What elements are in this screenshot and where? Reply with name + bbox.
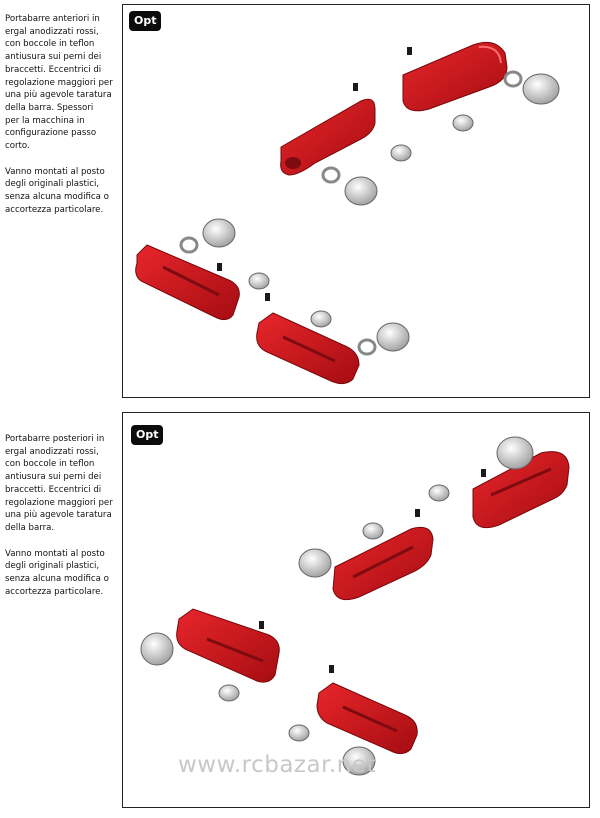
description-front-paragraph-1: Portabarre anteriori in ergal anodizzati…: [5, 14, 113, 152]
rear-parts-illustration: [140, 436, 570, 776]
description-rear-paragraph-2: Vanno montati al posto degli originali p…: [5, 548, 109, 597]
opt-badge: Opt: [131, 425, 164, 445]
product-image-rear: Opt: [122, 412, 590, 808]
rear-carrier-lower-left: [176, 608, 280, 683]
rear-carrier-middle: [332, 526, 434, 601]
front-carrier-top-right: [402, 41, 508, 112]
description-rear: Portabarre posteriori in ergal anodizzat…: [5, 433, 119, 611]
product-image-front: Opt: [122, 4, 590, 398]
front-carrier-lower-left: [135, 244, 240, 321]
rear-carrier-top-right: [472, 451, 570, 529]
description-rear-paragraph-1: Portabarre posteriori in ergal anodizzat…: [5, 434, 113, 533]
front-carrier-lower-right: [256, 312, 360, 385]
watermark: www.rcbazar.net: [178, 752, 376, 778]
opt-badge: Opt: [129, 11, 162, 31]
rear-eccentrics: [140, 436, 534, 776]
description-front: Portabarre anteriori in ergal anodizzati…: [5, 13, 119, 230]
front-screws: [217, 47, 412, 301]
description-front-paragraph-2: Vanno montati al posto degli originali p…: [5, 166, 109, 215]
front-carrier-middle: [280, 98, 376, 176]
front-eccentrics: [179, 70, 560, 356]
rear-carrier-lower-right: [316, 682, 418, 755]
front-parts-illustration: [135, 41, 560, 385]
rear-screws: [259, 469, 486, 673]
